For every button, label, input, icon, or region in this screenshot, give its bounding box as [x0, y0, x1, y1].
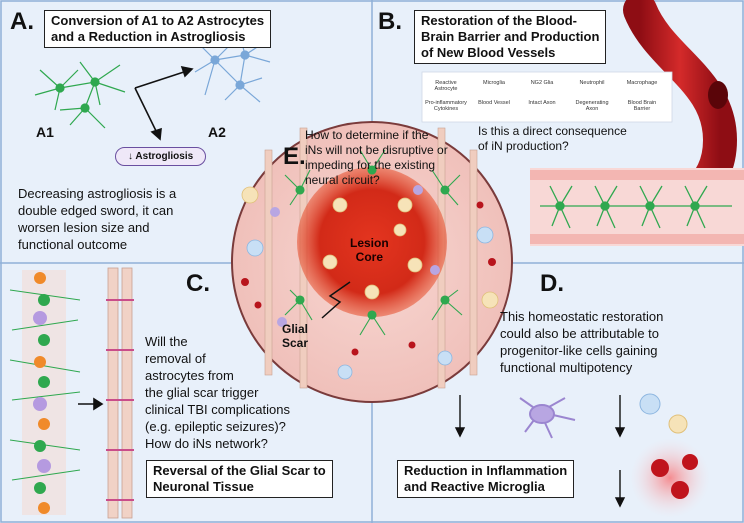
panel-b-question-line2: of iN production?: [478, 139, 569, 153]
panel-a-text-line3: worsen lesion size and: [18, 220, 150, 235]
bbb-vessel-wall-bottom: [530, 234, 744, 244]
lesion-core-label-line1: Lesion: [350, 236, 389, 250]
panel-a-letter: A.: [10, 8, 34, 35]
legend-blood-vessel: Blood Vessel: [478, 100, 510, 106]
panel-d-text-line1: This homeostatic restoration: [500, 309, 664, 324]
legend-microglia: Microglia: [482, 80, 505, 86]
panel-d-title-line2: and Reactive Microglia: [404, 479, 545, 494]
panel-b-question: Is this a direct consequence of iN produ…: [478, 124, 627, 154]
panel-e-letter: E.: [283, 143, 306, 170]
a1-astrocyte-cluster: [34, 61, 126, 129]
legend-ng2-glia: NG2 Glia: [530, 80, 554, 86]
panel-e-question-line1: How to determine if the: [305, 128, 429, 142]
d-arrows: [454, 395, 626, 508]
panel-c-text: Will the removal of astrocytes from the …: [145, 333, 290, 452]
panel-c-title: Reversal of the Glial Scar to Neuronal T…: [146, 460, 333, 498]
legend-intact-axon: Intact Axon: [528, 100, 556, 106]
glial-scar-label-line1: Glial: [282, 322, 309, 336]
panel-b-title-line2: Brain Barrier and Production: [421, 29, 600, 44]
panel-a-title: Conversion of A1 to A2 Astrocytes and a …: [44, 10, 272, 48]
d-cytokine-1: [651, 459, 669, 477]
panel-b-title: Restoration of the Blood- Brain Barrier …: [414, 10, 607, 64]
panel-d-title: Reduction in Inflammation and Reactive M…: [397, 460, 575, 498]
d-neutrophil: [639, 393, 661, 415]
panel-d-text-line4: functional multipotency: [500, 360, 633, 375]
lesion-macrophages: [241, 186, 499, 309]
bbb-vessel-wall-top: [530, 170, 744, 180]
panel-b-title-line3: of New Blood Vessels: [421, 45, 556, 60]
panel-d-title-line1: Reduction in Inflammation: [404, 463, 568, 478]
panel-a-text-line1: Decreasing astrogliosis is a: [18, 186, 177, 201]
panel-b-title-line1: Restoration of the Blood-: [421, 13, 577, 28]
glial-scar-label-line2: Scar: [282, 336, 309, 350]
panel-c-title-line1: Reversal of the Glial Scar to: [153, 463, 326, 478]
panel-c-text-line2: removal of: [145, 351, 206, 366]
bbb-vessel-strip: [530, 168, 744, 246]
panel-a-text-line2: double edged sword, it can: [18, 203, 174, 218]
panel-b-question-line1: Is this a direct consequence: [478, 124, 627, 138]
panel-c-text-line7: How do iNs network?: [145, 436, 268, 451]
lesion-core-label-line2: Core: [355, 250, 383, 264]
panel-c-text-line3: astrocytes from: [145, 368, 234, 383]
glial-scar-label: Glial Scar: [282, 322, 308, 350]
d-cytokine-3: [671, 481, 689, 499]
c-cell-column: [9, 270, 81, 515]
panel-e-question-line4: neural circuit?: [305, 173, 380, 187]
panel-c-title-line2: Neuronal Tissue: [153, 479, 254, 494]
tissue-neutrophils: [246, 226, 494, 380]
panel-c-text-line5: clinical TBI complications: [145, 402, 290, 417]
legend-degenerating-axon: Degenerating Axon: [575, 100, 609, 112]
tissue-microglia: [270, 185, 440, 327]
panel-d-text: This homeostatic restoration could also …: [500, 308, 663, 376]
panel-d-text-line3: progenitor-like cells gaining: [500, 343, 658, 358]
d-macrophage: [668, 414, 688, 434]
c-axons: [106, 267, 134, 519]
a1-label: A1: [36, 124, 54, 140]
c-arrow: [78, 397, 104, 411]
a-conversion-arrows: [134, 65, 194, 141]
panel-e-question-line2: iNs will not be disruptive or: [305, 143, 448, 157]
blood-vessel-lumen: [708, 81, 728, 109]
lesion-core-label: Lesion Core: [350, 236, 389, 264]
legend-neutrophil: Neutrophil: [579, 80, 605, 86]
panel-c-text-line1: Will the: [145, 334, 188, 349]
panel-e-question: How to determine if the iNs will not be …: [305, 128, 448, 188]
glial-scar-astrocytes: [284, 149, 463, 336]
d-inflammation-glow: [630, 438, 710, 518]
legend-bbb: Blood Brain Barrier: [627, 100, 657, 112]
astrogliosis-pill: ↓ Astrogliosis: [115, 147, 207, 166]
panel-a-title-line2: and a Reduction in Astrogliosis: [51, 29, 246, 44]
panel-d-text-line2: could also be attributable to: [500, 326, 659, 341]
panel-a-text-line4: functional outcome: [18, 237, 128, 252]
panel-c-letter: C.: [186, 270, 210, 297]
legend-reactive-astrocyte: Reactive Astrocyte: [434, 80, 458, 92]
panel-d-letter: D.: [540, 270, 564, 297]
legend-cytokines: Pro-inflammatory Cytokines: [425, 100, 467, 112]
panel-a-title-line1: Conversion of A1 to A2 Astrocytes: [51, 13, 265, 28]
legend-box: [421, 71, 673, 123]
d-microglia: [519, 397, 576, 439]
a2-label: A2: [208, 124, 226, 140]
bbb-astrocytes: [540, 185, 732, 229]
panel-c-text-line4: the glial scar trigger: [145, 385, 259, 400]
tissue-blood-cells: [241, 201, 496, 356]
panel-a-text: Decreasing astrogliosis is a double edge…: [18, 185, 176, 253]
panel-c-text-line6: (e.g. epileptic seizures)?: [145, 419, 286, 434]
legend-macrophage: Macrophage: [626, 80, 658, 86]
panel-e-question-line3: impeding for the existing: [305, 158, 436, 172]
d-cytokine-2: [682, 454, 698, 470]
panel-b-letter: B.: [378, 8, 402, 35]
glial-scar-pointer: [321, 281, 351, 319]
